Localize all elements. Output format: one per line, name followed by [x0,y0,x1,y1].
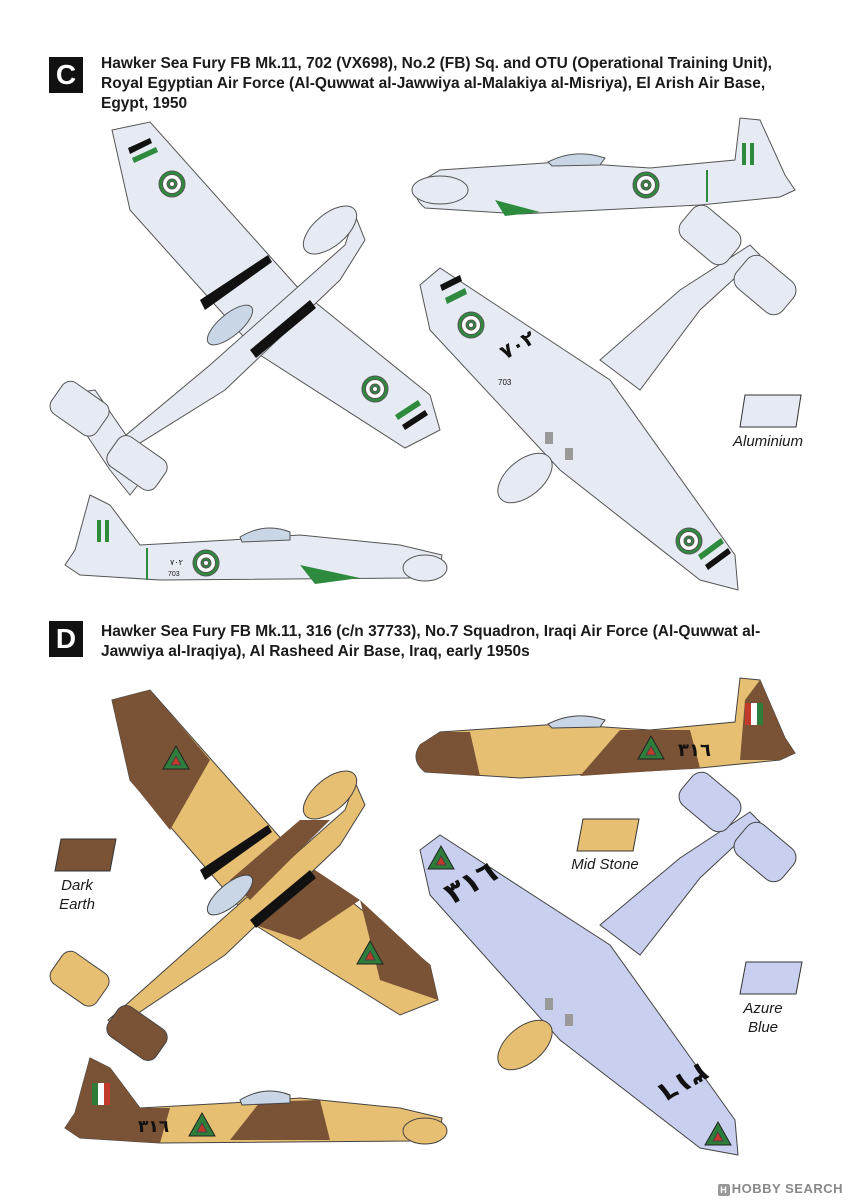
watermark-badge: H [717,1184,730,1196]
c-side-view-left [64,494,448,584]
c-underside-view [419,204,797,591]
swatch-label-aluminium: Aluminium [732,433,804,450]
d-side-number-right: ٣١٦ [678,740,711,761]
swatch-label-azure-blue: Azure Blue [743,1000,783,1036]
c-side-view-right [411,117,796,216]
d-side-number-left: ٣١٦ [138,1117,169,1137]
c-top-view [49,121,441,496]
d-top-view [49,689,439,1061]
profile-title-c: Hawker Sea Fury FB Mk.11, 702 (VX698), N… [101,55,772,112]
c-wing-serial: 703 [498,378,512,387]
watermark-text: HOBBY SEARCH [731,1181,843,1196]
swatch-label-dark-earth: Dark Earth [59,877,95,913]
d-side-view-right [415,677,796,779]
swatch-aluminium [739,394,802,428]
d-side-view-left [64,1057,448,1145]
swatch-label-mid-stone: Mid Stone [571,856,639,873]
c-side-number: ٧٠٢ [170,558,183,567]
d-underside-view [419,771,797,1156]
c-side-serial: 703 [168,571,180,578]
profile-letter-d: D [49,621,83,657]
swatch-mid-stone [576,818,640,852]
profile-letter-c: C [49,57,83,93]
swatch-dark-earth [54,838,117,872]
profile-title-d: Hawker Sea Fury FB Mk.11, 316 (c/n 37733… [101,623,761,660]
swatch-azure-blue [739,961,803,995]
